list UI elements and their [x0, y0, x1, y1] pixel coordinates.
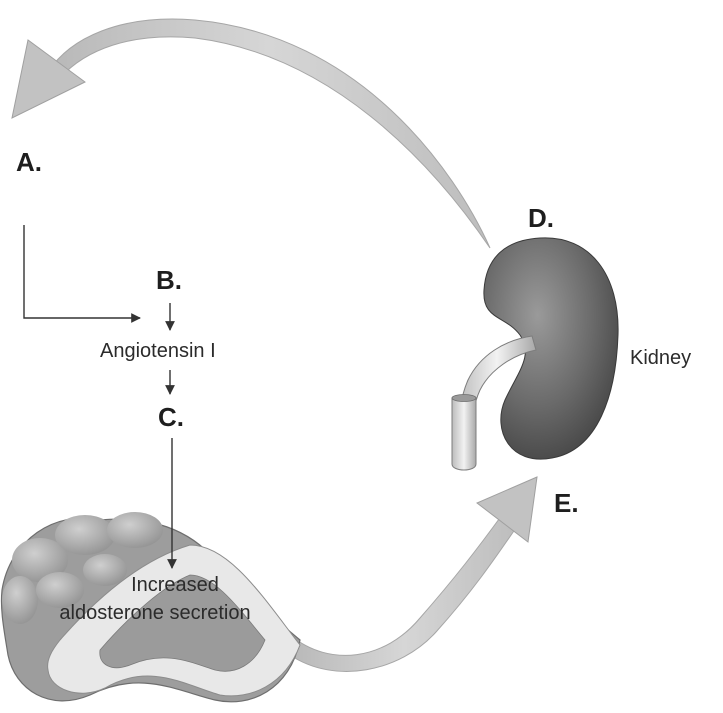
adrenal-gland-illustration [0, 512, 301, 703]
kidney-illustration [451, 237, 619, 471]
label-a: A. [16, 147, 42, 177]
curved-arrow-kidney-to-a [47, 18, 491, 249]
label-aldosterone-secretion: aldosterone secretion [59, 602, 251, 624]
label-c: C. [158, 402, 184, 432]
label-e: E. [554, 488, 579, 518]
line-a-to-b [23, 225, 141, 323]
label-kidney: Kidney [630, 347, 692, 369]
label-d: D. [528, 203, 554, 233]
label-angiotensin-i: Angiotensin I [100, 340, 216, 362]
curved-arrow-head-e [476, 476, 538, 543]
label-increased: Increased [131, 574, 219, 596]
curved-arrow-adrenal-to-e [289, 514, 519, 672]
label-b: B. [156, 265, 182, 295]
curved-arrow-head-a [11, 39, 86, 119]
